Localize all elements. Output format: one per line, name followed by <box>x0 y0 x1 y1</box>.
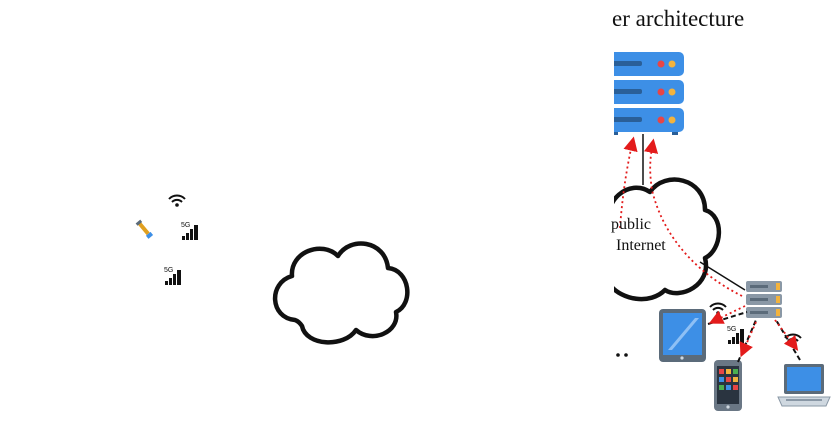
left-wifi-icon <box>168 194 186 207</box>
public-internet-cloud-icon <box>614 177 722 302</box>
phone-cellular-signal-icon: 5G <box>727 326 744 344</box>
signal-label: 5G <box>181 222 190 229</box>
smartphone-icon <box>714 360 742 411</box>
signal-label: 5G <box>727 326 736 333</box>
edge-server-icon <box>746 281 782 318</box>
left-cellular-signal-icon-bottom: 5G <box>164 267 181 285</box>
cloud-edge-link <box>699 261 746 291</box>
left-cloud-icon <box>272 241 410 345</box>
upload-arrow-2 <box>643 138 743 297</box>
signal-label: 5G <box>164 267 173 274</box>
left-cellular-signal-icon-top: 5G <box>181 222 198 240</box>
tablet-arrow <box>708 305 746 324</box>
ellipsis-dot <box>616 353 620 357</box>
laptop-arrow <box>774 319 799 351</box>
tablet-wifi-icon <box>709 302 727 315</box>
server-rack-icon <box>614 52 684 135</box>
diagram-title: er architecture <box>612 6 745 31</box>
antenna-icon <box>135 219 154 239</box>
ellipsis-dot <box>624 353 628 357</box>
laptop-icon <box>777 364 831 407</box>
tablet-icon <box>659 309 706 362</box>
cloud-label-internet: Internet <box>616 237 666 254</box>
cloud-label-public: public <box>611 216 651 233</box>
phone-arrow <box>739 321 757 358</box>
tablet-link <box>707 311 748 325</box>
